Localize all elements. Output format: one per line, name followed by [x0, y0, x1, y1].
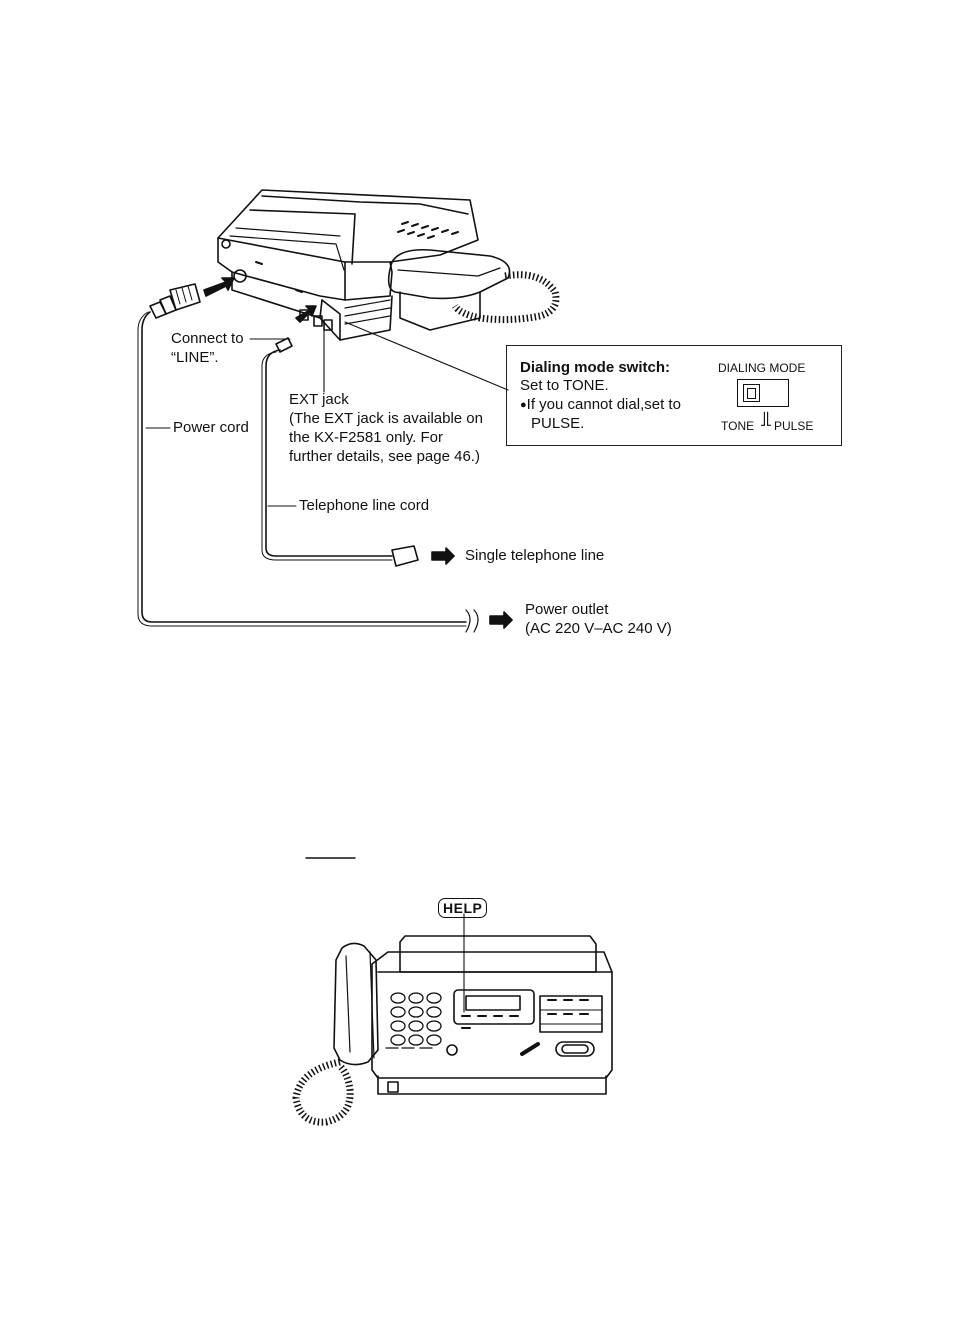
dialing-mode-switch[interactable] — [737, 379, 789, 407]
telephone-line-cord-label: Telephone line cord — [299, 497, 429, 515]
power-outlet-label: Power outlet — [525, 601, 608, 619]
dialing-switch-leader — [345, 322, 508, 390]
power-cord-label: Power cord — [173, 419, 249, 437]
tone-position-label: TONE — [721, 419, 754, 433]
bullet-note-line1: If you cannot dial,set to — [527, 396, 681, 413]
ext-jack-note-line1: (The EXT jack is available on — [289, 410, 483, 428]
dialing-mode-switch-label: DIALING MODE — [718, 361, 805, 375]
switch-position-marks-icon: ⎦⎣ — [760, 412, 772, 426]
power-plug-illustration — [150, 284, 200, 318]
help-key[interactable]: HELP — [438, 898, 487, 918]
fax-machine-illustration — [218, 190, 556, 340]
dialing-mode-title: Dialing mode switch: — [520, 359, 670, 377]
single-telephone-line-label: Single telephone line — [465, 547, 604, 565]
line-label: “LINE”. — [171, 349, 219, 367]
ext-jack-title: EXT jack — [289, 391, 349, 409]
fax-front-illustration — [296, 914, 612, 1122]
switch-knob-icon — [747, 388, 756, 399]
dialing-mode-callout: Dialing mode switch: Set to TONE. ●If yo… — [506, 345, 842, 446]
power-outlet-arrow — [490, 612, 512, 628]
plug-in-arrow — [204, 278, 234, 296]
single-line-arrow — [432, 548, 454, 564]
set-to-tone-text: Set to TONE. — [520, 377, 609, 395]
bullet-dot-icon: ● — [520, 399, 527, 411]
bullet-note: ●If you cannot dial,set to — [520, 396, 681, 414]
bullet-note-line2: PULSE. — [531, 415, 584, 433]
switch-slider[interactable] — [743, 384, 760, 402]
power-outlet-spec: (AC 220 V–AC 240 V) — [525, 620, 672, 638]
connect-to-label: Connect to — [171, 330, 244, 348]
ext-jack-note-line3: further details, see page 46.) — [289, 448, 480, 466]
ext-jack-note-line2: the KX-F2581 only. For — [289, 429, 443, 447]
pulse-position-label: PULSE — [774, 419, 813, 433]
